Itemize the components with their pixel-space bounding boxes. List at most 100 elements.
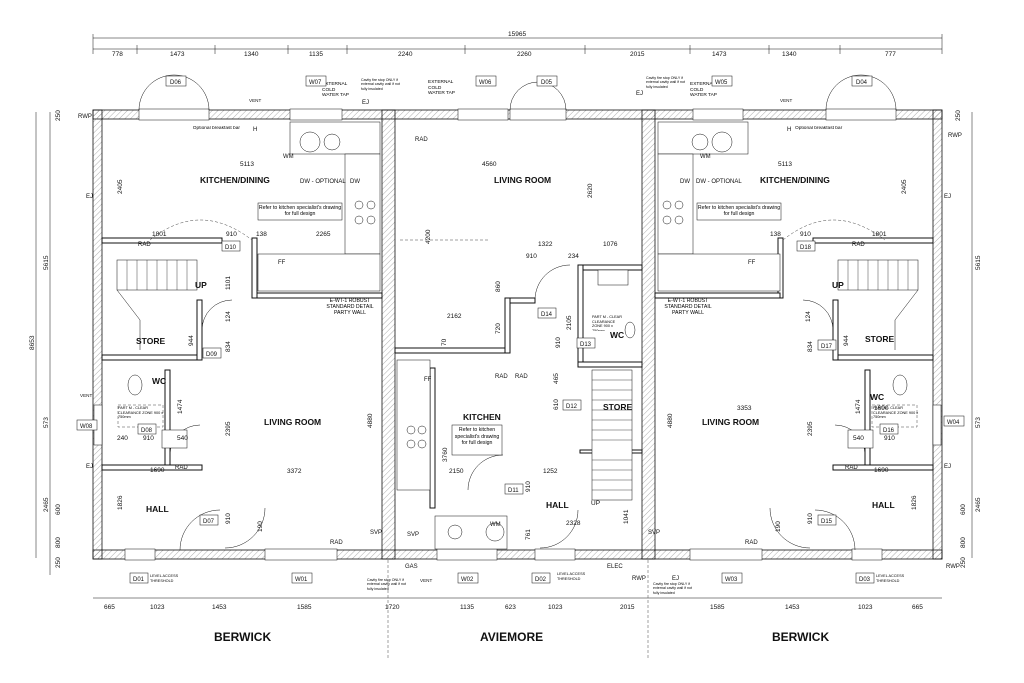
door-tag: W06 (475, 75, 497, 87)
svg-text:2265: 2265 (316, 231, 331, 238)
room-label: KITCHEN (463, 412, 501, 422)
rwp-label: RWP (948, 133, 962, 139)
rad-label: RAD (415, 137, 428, 143)
svg-text:D17: D17 (821, 344, 833, 350)
house-name-middle: AVIEMORE (480, 630, 543, 644)
vent-label: VENT (780, 98, 792, 103)
svg-text:D03: D03 (859, 577, 871, 583)
clearance-zone-note: PART M - CLEAR CLEARANCE ZONE 900 x 750m… (118, 406, 164, 419)
ej-label: EJ (86, 464, 93, 470)
top-dim: 1340 (782, 51, 797, 58)
svg-text:D06: D06 (170, 80, 182, 86)
door-tag: W02 (457, 572, 479, 584)
cavity-fire-stop-note: Cavity fire stop ONLY if external cavity… (367, 578, 406, 591)
door-tag: D17 (817, 339, 837, 351)
kitchen-specialist-note: Refer to kitchen specialist's drawing fo… (697, 205, 781, 217)
ej-label: EJ (86, 194, 93, 200)
svg-text:1101: 1101 (225, 276, 232, 290)
top-dim: 1340 (244, 51, 259, 58)
svg-text:D02: D02 (535, 577, 547, 583)
svg-text:D12: D12 (566, 404, 578, 410)
bottom-dim: 1453 (212, 604, 227, 611)
svg-text:910: 910 (143, 435, 154, 442)
door-tag: W03 (721, 572, 743, 584)
door-tag: D12 (562, 399, 582, 411)
top-dimension-lines: 15965 778 1473 1340 1135 2240 2260 2015 … (92, 31, 943, 58)
door-tag: W08 (76, 419, 98, 431)
svg-text:W05: W05 (715, 80, 728, 86)
room-labels: KITCHEN/DINING LIVING ROOM KITCHEN/DININ… (136, 175, 895, 514)
room-label: WC (152, 376, 166, 386)
house-name-left: BERWICK (214, 630, 271, 644)
door-tag: D16 (879, 423, 899, 435)
h-label: H (787, 127, 791, 133)
ej-label: EJ (636, 91, 643, 97)
side-dim: 250 (55, 557, 62, 568)
svg-text:D14: D14 (541, 312, 553, 318)
middle-house-walls (394, 239, 643, 550)
svg-text:70: 70 (441, 338, 448, 346)
level-access-note: LEVEL ACCESS THRESHOLD (150, 574, 179, 583)
svg-text:190: 190 (257, 521, 264, 532)
svg-text:1690: 1690 (874, 467, 889, 474)
cavity-fire-stop-note: Cavity fire stop ONLY if external cavity… (653, 582, 692, 595)
room-label: LIVING ROOM (494, 175, 551, 185)
house-names: BERWICK AVIEMORE BERWICK (214, 630, 829, 644)
svg-text:910: 910 (226, 231, 237, 238)
side-dim: 250 (955, 110, 962, 121)
svg-text:944: 944 (843, 335, 850, 346)
bottom-dim: 2015 (620, 604, 635, 611)
ej-label: EJ (944, 194, 951, 200)
top-dim: 2015 (630, 51, 645, 58)
rwp-label: RWP (632, 576, 646, 582)
side-dim: 2465 (975, 497, 982, 512)
ff-label: FF (748, 260, 756, 266)
room-label: KITCHEN/DINING (200, 175, 270, 185)
door-tag: D03 (855, 572, 875, 584)
room-label: STORE (603, 402, 632, 412)
room-label: HALL (146, 504, 169, 514)
door-tag: D04 (851, 75, 873, 87)
door-tag: D02 (531, 572, 551, 584)
door-tag: W04 (943, 415, 965, 427)
party-wall-note: E-WT-1 ROBUST STANDARD DETAIL PARTY WALL (326, 298, 374, 316)
svg-text:5113: 5113 (778, 161, 792, 168)
side-dim: 600 (55, 504, 62, 515)
svg-text:W01: W01 (295, 577, 308, 583)
svg-text:910: 910 (525, 481, 532, 492)
svg-text:2395: 2395 (225, 421, 232, 436)
right-house-walls (654, 121, 934, 551)
ff-label: FF (424, 377, 432, 383)
room-label: LIVING ROOM (702, 417, 759, 427)
door-tag: W01 (291, 572, 313, 584)
svg-text:1801: 1801 (872, 231, 887, 238)
svg-text:910: 910 (225, 513, 232, 524)
svg-text:834: 834 (225, 341, 232, 352)
cavity-fire-stop-note: Cavity fire stop ONLY if external cavity… (646, 76, 685, 89)
svg-text:910: 910 (800, 231, 811, 238)
party-wall-note: E-WT-1 ROBUST STANDARD DETAIL PARTY WALL (664, 298, 712, 316)
breakfast-bar-note: Optional breakfast bar (795, 126, 843, 131)
rad-label: RAD (845, 465, 858, 471)
rad-label: RAD (330, 540, 343, 546)
svg-text:D13: D13 (580, 342, 592, 348)
svg-text:4560: 4560 (482, 161, 497, 168)
bottom-dim: 1720 (385, 604, 400, 611)
overall-width: 15965 (508, 31, 526, 38)
svg-text:D11: D11 (508, 488, 519, 494)
svg-text:D07: D07 (203, 519, 215, 525)
svg-text:761: 761 (525, 529, 532, 540)
rad-label: RAD (175, 465, 188, 471)
breakfast-bar-note: Optional breakfast bar (192, 126, 240, 131)
svg-text:W06: W06 (479, 80, 492, 86)
svg-text:W08: W08 (80, 424, 93, 430)
room-label: HALL (546, 500, 569, 510)
svg-text:540: 540 (853, 435, 864, 442)
svg-text:2328: 2328 (566, 520, 581, 527)
room-label: LIVING ROOM (264, 417, 321, 427)
svg-text:2162: 2162 (447, 313, 462, 320)
side-dim: 5615 (43, 255, 50, 270)
side-dim: 573 (43, 417, 50, 428)
dw-label: DW (680, 179, 690, 185)
bottom-dim: 1023 (858, 604, 873, 611)
